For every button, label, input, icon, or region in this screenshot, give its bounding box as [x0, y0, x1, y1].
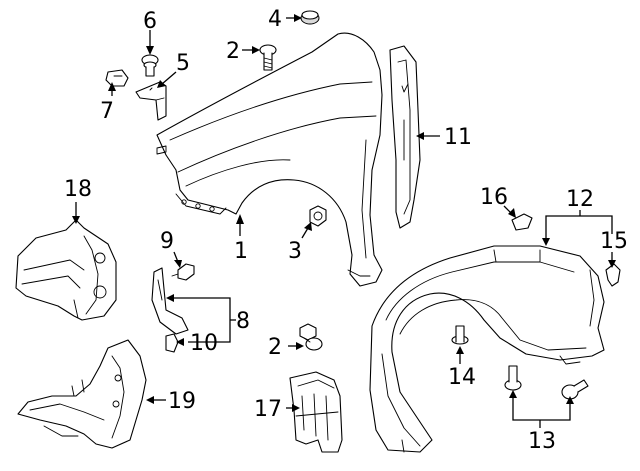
callouts: 1 2 2 3 4 5 6 7 8 9 10 11 12 13 14 15 16…: [64, 7, 628, 454]
bolt-upper-part: [259, 44, 277, 71]
callout-15: 15: [600, 229, 628, 254]
callout-11: 11: [444, 125, 472, 150]
callout-4: 4: [268, 7, 282, 32]
callout-6: 6: [143, 9, 157, 34]
callout-9: 9: [160, 229, 174, 254]
bolt-9-part: [171, 263, 195, 281]
screw-13a-part: [504, 365, 522, 391]
bracket-17-part: [289, 371, 343, 453]
screw-13b-part: [561, 379, 589, 400]
leader-lines: [72, 14, 616, 428]
screw-14-part: [451, 325, 469, 345]
nut-part: [309, 205, 327, 227]
bolt-washer-part: [141, 54, 159, 77]
plug-part: [300, 10, 320, 25]
fender-seal-part: [389, 45, 421, 229]
fender-liner-part: [369, 245, 605, 453]
callout-18: 18: [64, 177, 92, 202]
callout-13: 13: [528, 429, 556, 454]
callout-2-lower: 2: [268, 335, 282, 360]
clip-part: [105, 69, 129, 87]
callout-1: 1: [234, 239, 248, 264]
clip-10-part: [165, 333, 179, 353]
callout-8: 8: [236, 309, 250, 334]
callout-17: 17: [254, 397, 282, 422]
callout-19: 19: [168, 389, 196, 414]
callout-7: 7: [100, 99, 114, 124]
absorber-part: [15, 219, 117, 321]
bracket-part: [135, 81, 167, 121]
clip-16-part: [511, 213, 533, 231]
fender-part: [156, 32, 383, 287]
splash-shield-part: [17, 339, 147, 449]
bracket-8-part: [151, 267, 189, 335]
callout-3: 3: [288, 239, 302, 264]
callout-14: 14: [448, 365, 476, 390]
bolt-lower-part: [299, 323, 323, 351]
callout-12: 12: [566, 187, 594, 212]
callout-10: 10: [190, 331, 218, 356]
callout-2-upper: 2: [226, 39, 240, 64]
clip-15-part: [605, 263, 621, 287]
callout-5: 5: [176, 51, 190, 76]
callout-16: 16: [480, 185, 508, 210]
